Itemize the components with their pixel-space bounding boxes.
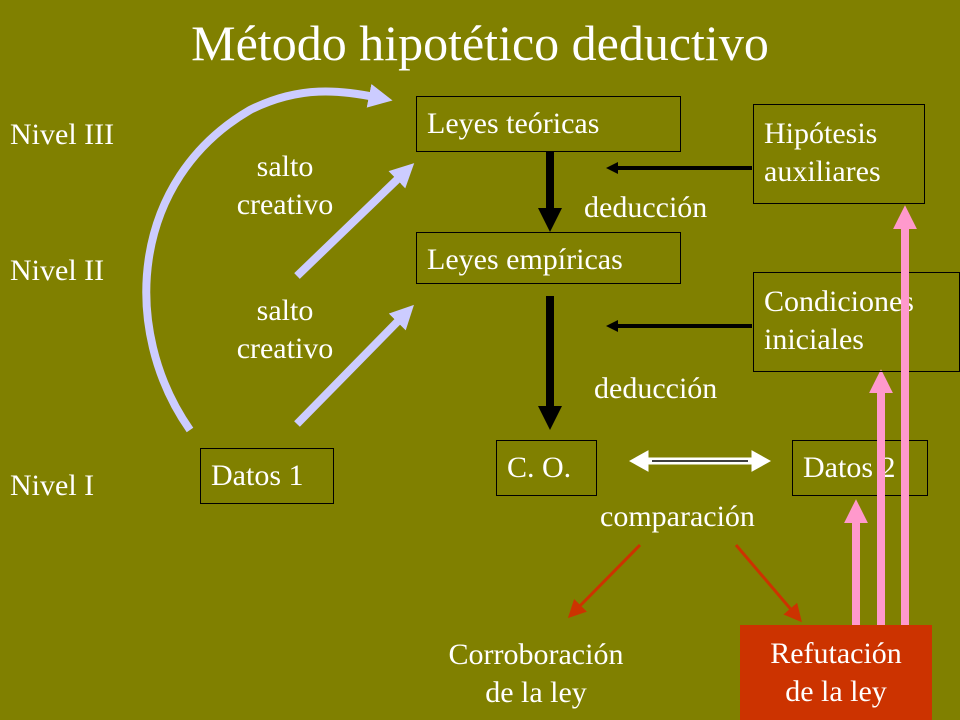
data2-box: Datos 2: [792, 440, 928, 496]
page-title: Método hipotético deductivo: [191, 15, 769, 71]
refutation-line2: de la ley: [785, 675, 887, 708]
creative-leap-upper-label: salto creativo: [222, 148, 348, 224]
level-2-label: Nivel II: [10, 254, 105, 287]
theoretical-laws-box: Leyes teóricas: [416, 96, 681, 152]
corroboration-line2: de la ley: [485, 676, 587, 709]
auxiliary-hypotheses-line2: auxiliares: [764, 155, 881, 188]
refutation-box: Refutación de la ley: [740, 625, 932, 720]
data1-box: Datos 1: [200, 448, 334, 504]
to-corroboration-arrow: [567, 543, 642, 619]
initial-conditions-box: Condiciones iniciales: [753, 272, 960, 372]
comparison-label: comparación: [600, 500, 755, 533]
creative-leap-curve-arrow: [142, 84, 393, 433]
corroboration-line1: Corroboración: [448, 638, 624, 671]
level-1-label: Nivel I: [10, 469, 95, 502]
auxiliary-hypotheses-line1: Hipótesis: [764, 117, 878, 150]
creative-leap-lower-arrow: [294, 304, 414, 427]
creative-leap-lower-label: salto creativo: [222, 292, 348, 368]
corroboration-label: Corroboración de la ley: [420, 636, 652, 712]
initial-conditions-line1: Condiciones: [764, 285, 914, 318]
creative-leap-lower-line1: salto: [256, 294, 314, 327]
empirical-laws-box: Leyes empíricas: [416, 232, 681, 284]
initial-conditions-line2: iniciales: [764, 323, 864, 356]
creative-leap-upper-line1: salto: [256, 150, 314, 183]
deduction-upper-label: deducción: [584, 191, 708, 224]
to-refutation-arrow: [734, 544, 802, 623]
creative-leap-upper-arrow: [294, 163, 415, 279]
creative-leap-lower-line2: creativo: [236, 332, 334, 365]
creative-leap-upper-line2: creativo: [236, 188, 334, 221]
comparison-double-arrow: [628, 450, 772, 472]
auxiliary-hypotheses-box: Hipótesis auxiliares: [753, 104, 925, 204]
level-3-label: Nivel III: [10, 118, 115, 151]
observational-consequences-box: C. O.: [496, 440, 597, 496]
deduction-lower-label: deducción: [594, 372, 718, 405]
refutation-line1: Refutación: [770, 637, 902, 670]
